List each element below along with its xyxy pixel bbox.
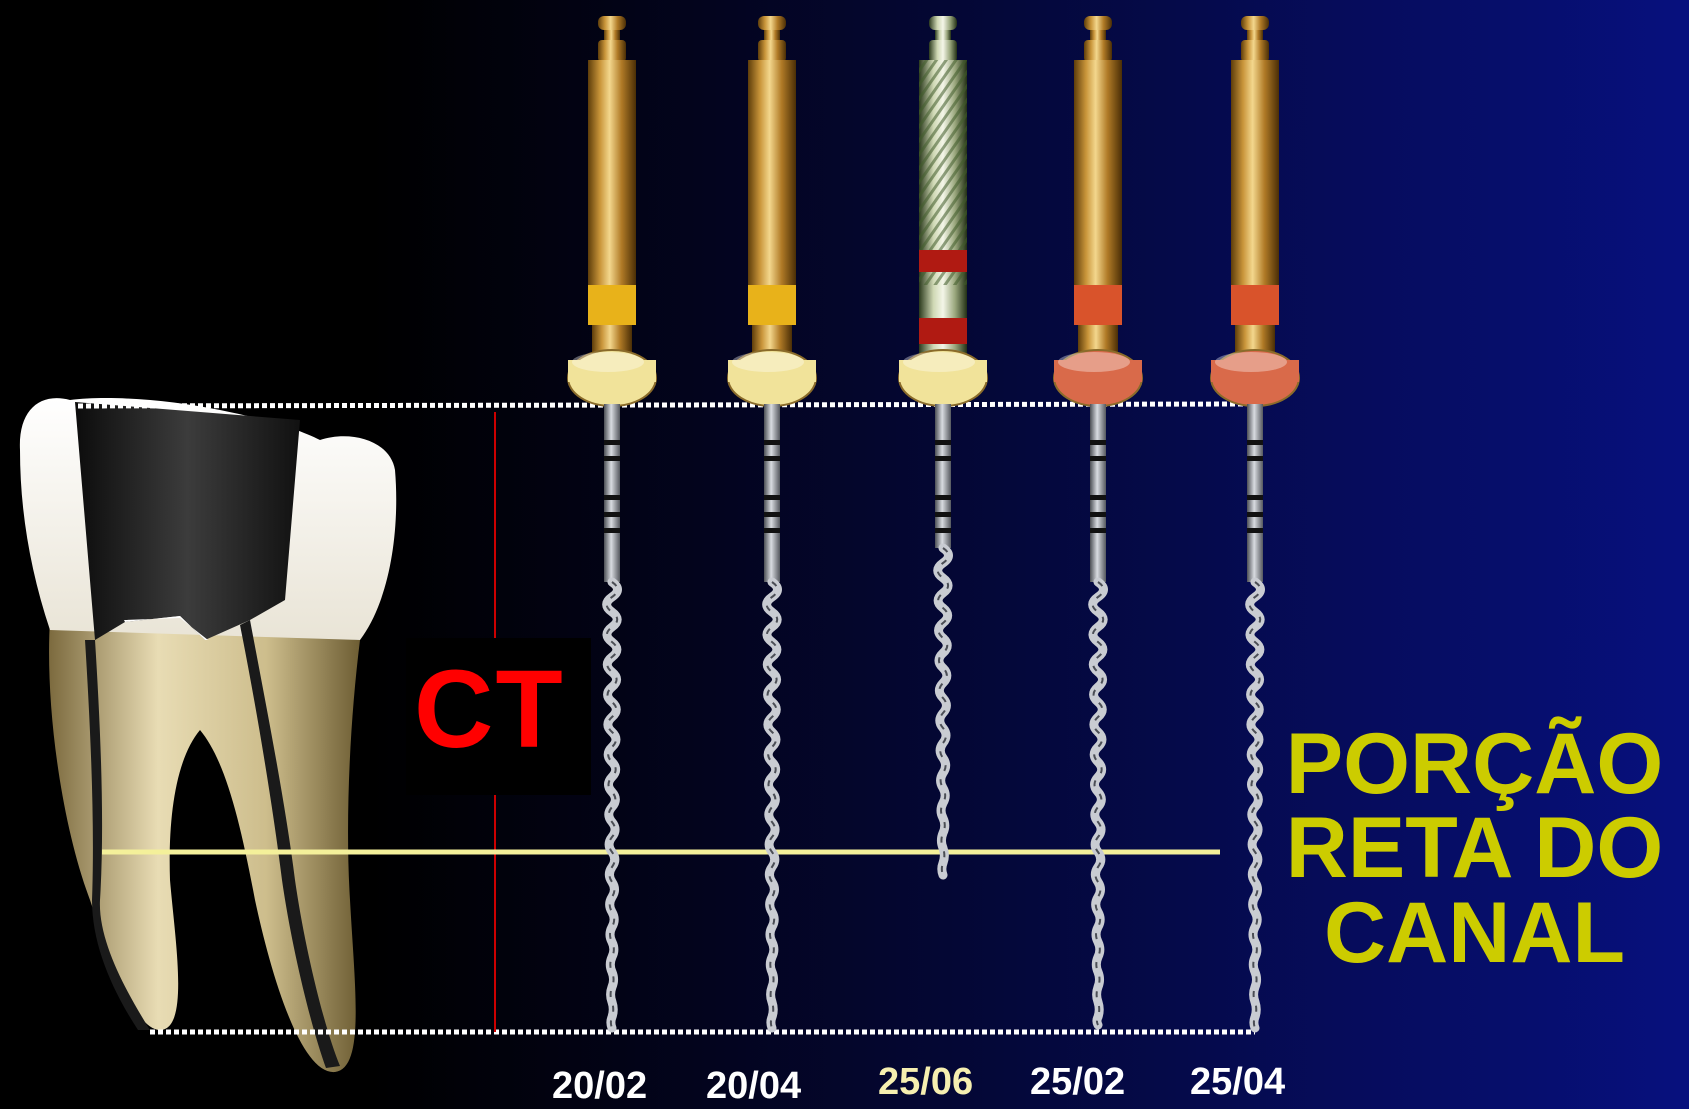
file-depth-mark (1090, 440, 1106, 445)
file-label-1: 20/02 (552, 1067, 647, 1105)
file-shank (748, 60, 796, 285)
file-label-2: 20/04 (706, 1067, 801, 1105)
file-latch-base (758, 40, 786, 62)
file-shaft (764, 404, 780, 582)
file-stop-highlight (1058, 352, 1130, 372)
file-neck (1247, 30, 1263, 40)
file-depth-mark (1090, 495, 1106, 500)
file-depth-mark (604, 440, 620, 445)
file-neck (604, 30, 620, 40)
straight-canal-label-line-2: RETA DO (1262, 806, 1687, 890)
straight-canal-label: PORÇÃO RETA DO CANAL (1262, 722, 1687, 975)
file-stop-highlight (1215, 352, 1287, 372)
file-collar (1078, 325, 1118, 353)
file-latch (758, 16, 786, 30)
file-neck (1090, 30, 1106, 40)
file-depth-mark (764, 456, 780, 461)
file-latch (1084, 16, 1112, 30)
file-depth-mark (1247, 528, 1263, 533)
file-latch-base (1084, 40, 1112, 62)
file-spiral (607, 582, 618, 1028)
file-latch (598, 16, 626, 30)
file-depth-mark (604, 456, 620, 461)
file-shaft (1090, 404, 1106, 582)
file-depth-mark (604, 512, 620, 517)
file-label-3: 25/06 (878, 1063, 973, 1101)
ct-label: CT (414, 655, 565, 765)
file-spiral (1093, 582, 1104, 1025)
file-collar (592, 325, 632, 353)
file-stop-highlight (572, 352, 644, 372)
file-neck (764, 30, 780, 40)
file-stop-highlight (903, 352, 975, 372)
file-color-ring (919, 318, 967, 344)
file-shank (588, 60, 636, 285)
file-color-band (748, 285, 796, 325)
file-instrument-1 (568, 16, 656, 1028)
file-shank (1074, 60, 1122, 285)
file-depth-mark (1090, 512, 1106, 517)
file-depth-mark (604, 528, 620, 533)
tooth-illustration (20, 398, 396, 1072)
file-instrument-2 (728, 16, 816, 1028)
file-latch-base (929, 40, 957, 62)
file-depth-mark (1247, 512, 1263, 517)
file-depth-mark (604, 495, 620, 500)
file-label-4: 25/02 (1030, 1063, 1125, 1101)
file-depth-mark (935, 512, 951, 517)
file-shank (1231, 60, 1279, 285)
file-latch (1241, 16, 1269, 30)
file-color-band (1074, 285, 1122, 325)
file-color-band (588, 285, 636, 325)
file-shaft (604, 404, 620, 582)
file-collar (752, 325, 792, 353)
straight-canal-label-line-3: CANAL (1262, 891, 1687, 975)
file-depth-mark (764, 512, 780, 517)
file-spiral (767, 582, 778, 1028)
file-depth-mark (935, 456, 951, 461)
file-collar (1235, 325, 1275, 353)
file-depth-mark (935, 440, 951, 445)
file-shaft (935, 404, 951, 548)
file-depth-mark (935, 528, 951, 533)
file-latch-base (1241, 40, 1269, 62)
file-instrument-4 (1054, 16, 1142, 1025)
file-spiral (1250, 582, 1261, 1028)
file-instruments (568, 16, 1299, 1028)
file-shaft (1247, 404, 1263, 582)
file-depth-mark (764, 440, 780, 445)
file-depth-mark (1090, 528, 1106, 533)
file-depth-mark (935, 495, 951, 500)
file-stop-highlight (732, 352, 804, 372)
file-depth-mark (764, 528, 780, 533)
file-depth-mark (1090, 456, 1106, 461)
file-depth-mark (1247, 495, 1263, 500)
file-color-band (1231, 285, 1279, 325)
file-depth-mark (764, 495, 780, 500)
file-depth-mark (1247, 440, 1263, 445)
file-depth-mark (1247, 456, 1263, 461)
file-neck (935, 30, 951, 40)
file-latch-base (598, 40, 626, 62)
file-instrument-3 (899, 16, 987, 875)
file-color-ring (919, 250, 967, 272)
file-label-5: 25/04 (1190, 1063, 1285, 1101)
file-latch (929, 16, 957, 30)
straight-canal-label-line-1: PORÇÃO (1262, 722, 1687, 806)
